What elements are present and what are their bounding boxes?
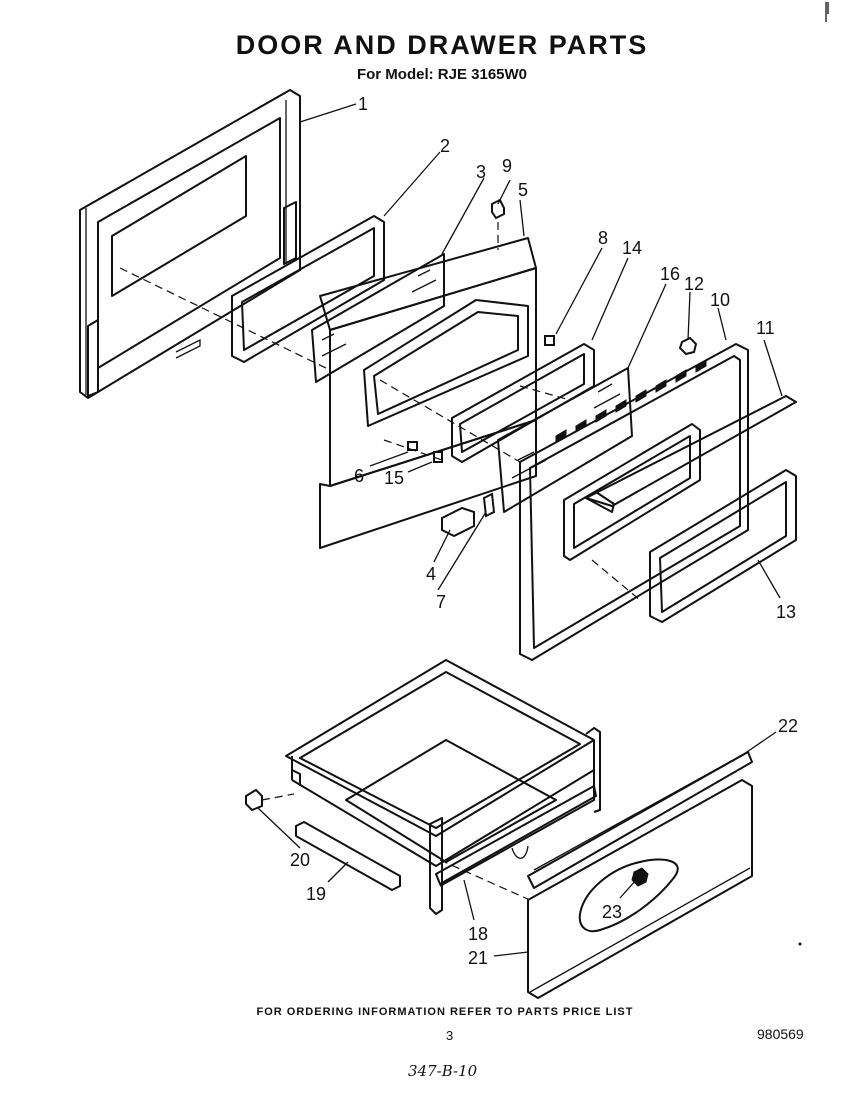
callout-1: 1 [358, 94, 368, 114]
part-16-inner-glass [497, 367, 633, 513]
callout-labels: 1 2 3 9 5 8 14 16 12 10 11 6 15 4 7 13 2… [290, 94, 798, 968]
callout-11: 11 [756, 318, 775, 338]
part-20-glide-bracket [245, 788, 263, 812]
part-1-outer-door-panel [79, 89, 301, 399]
leader-lines [257, 103, 783, 957]
part-12-nut [678, 336, 698, 356]
callout-18: 18 [468, 924, 488, 944]
part-2-door-gasket [231, 215, 385, 363]
alignment-line [383, 439, 443, 461]
part-11-door-handle [585, 395, 797, 513]
part-22-drawer-trim [527, 751, 753, 889]
callout-8: 8 [598, 228, 608, 248]
callout-16: 16 [660, 264, 680, 284]
part-23-screw [631, 867, 649, 887]
page-number: 3 [446, 1028, 454, 1043]
part-10-oven-door [519, 343, 749, 661]
callout-2: 2 [440, 136, 450, 156]
callout-14: 14 [622, 238, 642, 258]
drawer-box [285, 659, 601, 915]
callout-7: 7 [436, 592, 446, 612]
callout-6: 6 [354, 466, 364, 486]
part-18-side-rail [435, 785, 597, 885]
callout-10: 10 [710, 290, 730, 310]
alignment-line [439, 859, 531, 901]
part-13-window-frame [649, 469, 797, 623]
callout-5: 5 [518, 180, 528, 200]
part-19-drawer-rail [295, 821, 401, 891]
alignment-line [591, 559, 641, 601]
handwritten-note: 347-B-10 [408, 1062, 478, 1080]
callout-3: 3 [476, 162, 486, 182]
callout-20: 20 [290, 850, 310, 870]
callout-4: 4 [426, 564, 436, 584]
part-4-hinge-bracket [441, 506, 475, 538]
part-3-glass [311, 253, 445, 383]
alignment-line [379, 379, 521, 463]
page-title: DOOR AND DRAWER PARTS [235, 30, 649, 60]
model-subtitle: For Model: RJE 3165W0 [356, 66, 528, 83]
document-number: 980569 [757, 1026, 804, 1042]
callout-22: 22 [778, 716, 798, 736]
alignment-line [261, 793, 295, 801]
callout-19: 19 [306, 884, 326, 904]
callout-13: 13 [776, 602, 796, 622]
ordering-note: FOR ORDERING INFORMATION REFER TO PARTS … [256, 1006, 634, 1018]
stray-mark [798, 942, 802, 946]
alignment-line [519, 385, 571, 401]
part-5-inner-door-liner [319, 237, 555, 549]
part-21-drawer-front-panel [527, 779, 753, 999]
callout-12: 12 [684, 274, 704, 294]
callout-23: 23 [602, 902, 622, 922]
callout-21: 21 [468, 948, 488, 968]
callout-9: 9 [502, 156, 512, 176]
part-7-hinge-pin [482, 492, 496, 518]
callout-15: 15 [384, 468, 404, 488]
corner-mark [825, 2, 829, 22]
